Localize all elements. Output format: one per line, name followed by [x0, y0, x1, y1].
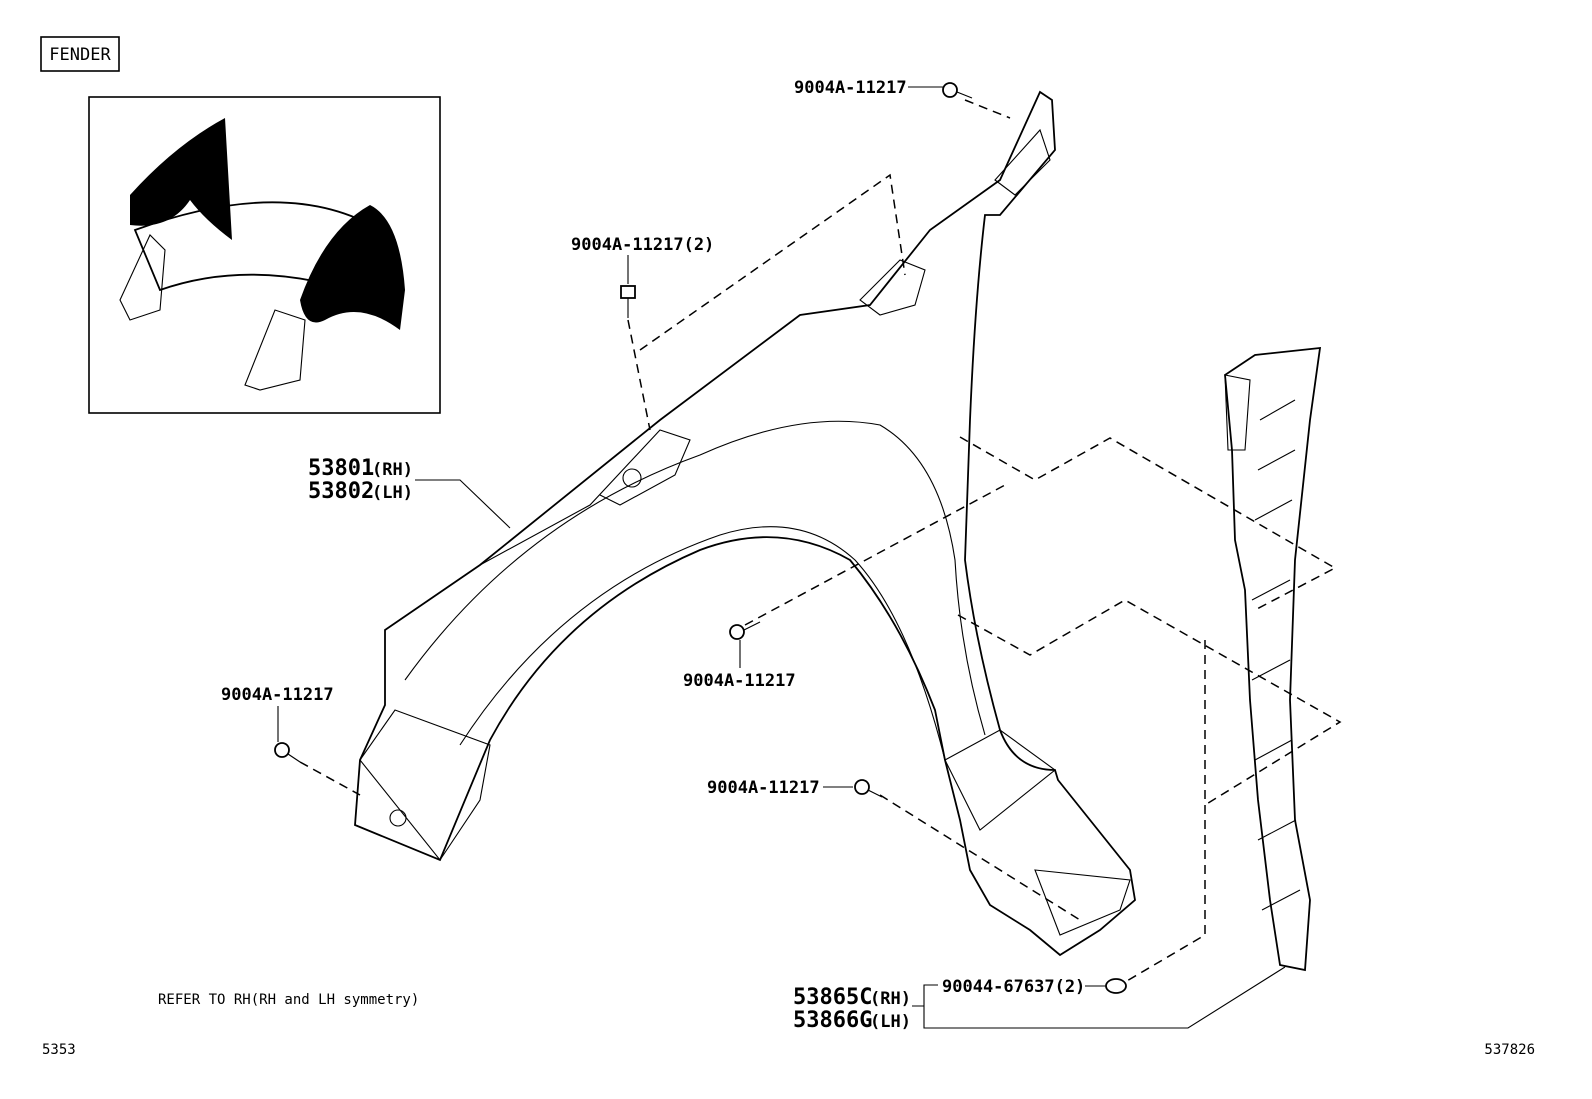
callout-seal-lh-suffix: (LH) — [870, 1012, 911, 1032]
callout-fender-lh-number: 53802 — [308, 479, 374, 504]
fender-seal-ribs — [1251, 399, 1301, 911]
leader-seal — [912, 966, 1286, 1029]
bolt-upper-mid-head — [620, 285, 636, 299]
fender-rear-bracket — [859, 259, 926, 316]
dash-seal-upper — [959, 436, 1337, 611]
bolt-center-head — [729, 624, 745, 640]
bolt-left — [274, 742, 301, 763]
inset-apron-right — [244, 309, 306, 391]
footer-left-code: 5353 — [42, 1042, 76, 1058]
bolt-lower-right — [854, 779, 883, 798]
footer-right-code: 537826 — [1484, 1042, 1535, 1058]
callout-bolt-left: 9004A-11217 — [221, 685, 334, 705]
fender-rear-foot — [1034, 869, 1131, 936]
fender-rear-lower — [944, 729, 1056, 831]
bolt-top-head — [942, 82, 958, 98]
dash-clip — [1119, 640, 1206, 986]
fender-seal-outline — [1224, 346, 1322, 972]
bolt-lower-right-shank — [867, 789, 883, 798]
bolt-upper-mid — [620, 285, 636, 318]
fender-top-flange — [994, 128, 1051, 196]
callout-fender-rh-number: 53801 — [308, 456, 374, 481]
inset-fender-right — [300, 205, 405, 330]
inset-apron-left — [119, 234, 166, 321]
callout-bolt-upper-mid: 9004A-11217(2) — [571, 235, 714, 255]
bolt-lower-right-head — [854, 779, 870, 795]
fender-apron-hole — [389, 809, 407, 827]
callout-bolt-lower-right: 9004A-11217 — [707, 778, 820, 798]
clip-head — [1105, 978, 1127, 994]
leader-lines — [277, 86, 1286, 1029]
leader-fender — [415, 479, 511, 529]
dash-bolt-center — [744, 484, 1006, 626]
fender-panel — [354, 90, 1136, 957]
dash-upper-mid-a — [639, 173, 906, 351]
fender-seal-top-lip — [1224, 374, 1251, 451]
callout-bolt-center: 9004A-11217 — [683, 671, 796, 691]
bolt-top — [942, 82, 973, 99]
callout-seal-rh-suffix: (RH) — [870, 989, 911, 1009]
fender-outline — [354, 90, 1136, 957]
bolt-center — [729, 621, 761, 640]
bolt-left-shank — [287, 753, 301, 763]
fender-bracket-hole — [622, 468, 642, 488]
fender-seal-part — [1224, 346, 1322, 972]
callout-clip: 90044-67637(2) — [942, 977, 1085, 997]
callout-fender-rh-suffix: (RH) — [372, 460, 413, 480]
callout-seal-lh-number: 53866G — [793, 1008, 872, 1033]
dash-upper-mid-b — [627, 319, 651, 431]
section-label-text: FENDER — [49, 45, 111, 65]
inset-frame — [88, 96, 441, 414]
fender-wheel-arch-inner — [459, 526, 946, 761]
bolt-left-head — [274, 742, 290, 758]
fender-front-apron — [359, 709, 491, 861]
callout-fender-lh-suffix: (LH) — [372, 483, 413, 503]
dash-bolt-lower-right — [879, 794, 1081, 921]
fender-wheel-arch-outer — [404, 420, 986, 736]
bolt-top-shank — [956, 91, 973, 99]
symmetry-note: REFER TO RH(RH and LH symmetry) — [158, 992, 419, 1008]
fender-top-bracket — [479, 429, 691, 566]
inset-location-view — [88, 96, 441, 414]
callout-seal-rh-number: 53865C — [793, 985, 872, 1010]
dash-bolt-top — [964, 99, 1011, 119]
assembly-lines — [299, 99, 1342, 986]
bolt-center-shank — [743, 621, 761, 631]
dash-bolt-left — [299, 761, 361, 796]
section-label-frame — [40, 36, 120, 72]
inset-fender-left — [130, 118, 232, 240]
section-label: FENDER — [40, 36, 120, 72]
callout-bolt-top: 9004A-11217 — [794, 78, 907, 98]
clip — [1105, 978, 1127, 994]
